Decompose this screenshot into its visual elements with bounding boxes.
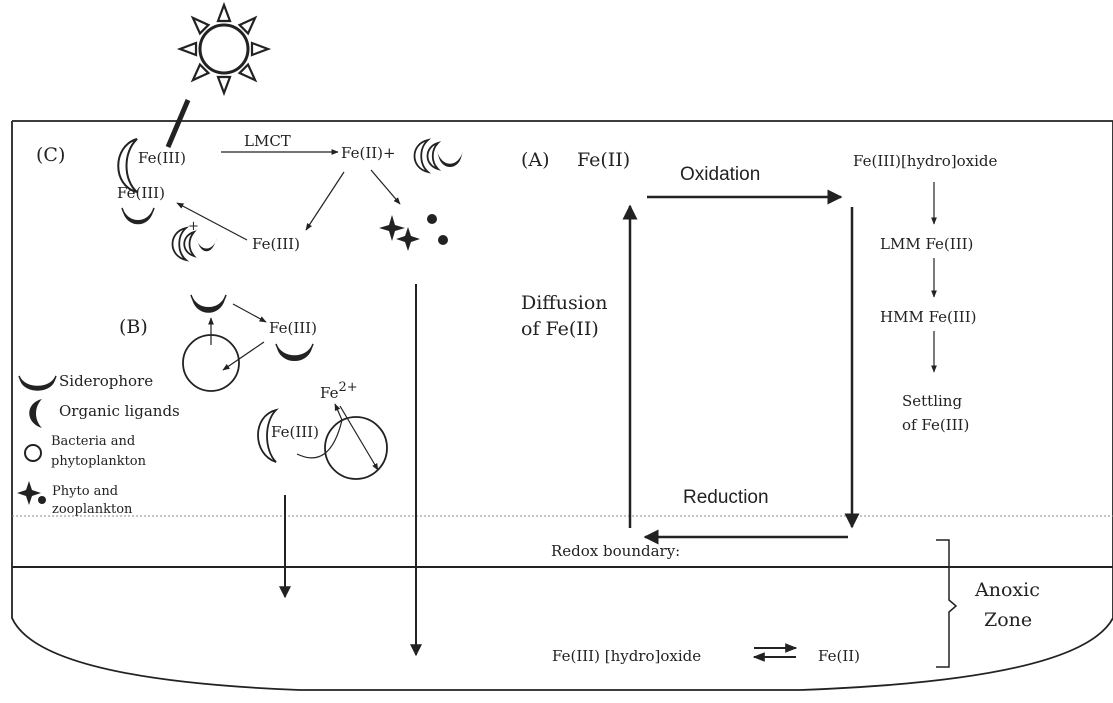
siderophore-icon — [275, 343, 314, 361]
sun-icon — [176, 1, 272, 97]
cell-icon — [324, 416, 388, 480]
legend-siderophore: Siderophore — [59, 372, 153, 390]
fe3-free-label: Fe(III) — [252, 235, 300, 253]
settling-line2: of Fe(III) — [902, 416, 969, 434]
oxidation-label: Oxidation — [680, 164, 760, 185]
legend-plankton-line1: Phyto and — [52, 484, 118, 499]
hmm-label: HMM Fe(III) — [880, 308, 977, 326]
fe2-top-label: Fe(II) — [577, 149, 630, 171]
siderophore-return-arrow — [222, 341, 265, 371]
organic-ligand-icon — [171, 226, 197, 262]
anoxic-hydroxide-label: Fe(III) [hydro]oxide — [552, 647, 701, 665]
siderophore-icon — [437, 151, 463, 167]
fe2-to-fe3-arrow — [305, 171, 345, 231]
fe2-release-arrow — [296, 403, 343, 459]
panel-c-label: (C) — [36, 144, 65, 166]
hydroxide-label: Fe(III)[hydro]oxide — [853, 152, 997, 170]
panel-b-label: (B) — [119, 316, 148, 338]
siderophore-to-fe3-arrow — [232, 303, 267, 323]
legend-organic-ligands: Organic ligands — [59, 402, 180, 420]
organic-ligand-icon — [257, 408, 279, 463]
plus-sign: + — [188, 219, 199, 234]
siderophore-icon — [196, 238, 217, 252]
siderophore-icon — [121, 207, 155, 225]
fe3-to-siderophore-arrow — [176, 202, 248, 241]
siderophore-icon — [190, 294, 227, 313]
fe3-b-label: Fe(III) — [269, 319, 317, 337]
panel-a-label: (A) — [521, 149, 550, 171]
reduction-label: Reduction — [683, 487, 769, 508]
plankton-icon — [17, 481, 46, 505]
fe3-ligand-label: Fe(III) — [271, 423, 319, 441]
water-body-outline — [11, 120, 1113, 691]
settling-line1: Settling — [902, 392, 962, 410]
lmm-label: LMM Fe(III) — [880, 235, 973, 253]
organic-ligand-icon — [413, 138, 442, 174]
fe2-to-plankton-arrow — [370, 169, 401, 205]
fe2-plus-ion-label: Fe2+ — [320, 380, 358, 402]
organic-ligand-icon — [29, 399, 42, 428]
fe2-plus-label: Fe(II)+ — [341, 144, 396, 162]
anoxic-fe2-label: Fe(II) — [818, 647, 860, 665]
legend-bacteria-line1: Bacteria and — [51, 434, 135, 449]
fe3-siderophore-label: Fe(III) — [117, 184, 165, 202]
lmct-label: LMCT — [244, 132, 291, 150]
anoxic-zone-bracket — [936, 539, 958, 668]
organic-ligand-icon — [117, 138, 138, 193]
siderophore-icon — [18, 375, 57, 391]
fe2-to-cell-arrow — [339, 405, 379, 471]
diffusion-line1: Diffusion — [521, 292, 608, 314]
legend-bacteria-line2: phytoplankton — [51, 454, 147, 469]
sunlight-arrow — [165, 99, 191, 148]
plankton-icon — [379, 214, 448, 251]
anoxic-zone-line2: Zone — [984, 609, 1032, 631]
diffusion-line2: of Fe(II) — [521, 318, 599, 340]
fe3-complex-label: Fe(III) — [138, 149, 186, 167]
legend-plankton-line2: zooplankton — [52, 502, 133, 517]
cell-icon — [24, 444, 42, 462]
redox-boundary-label: Redox boundary: — [551, 542, 680, 560]
anoxic-zone-line1: Anoxic — [974, 579, 1040, 601]
